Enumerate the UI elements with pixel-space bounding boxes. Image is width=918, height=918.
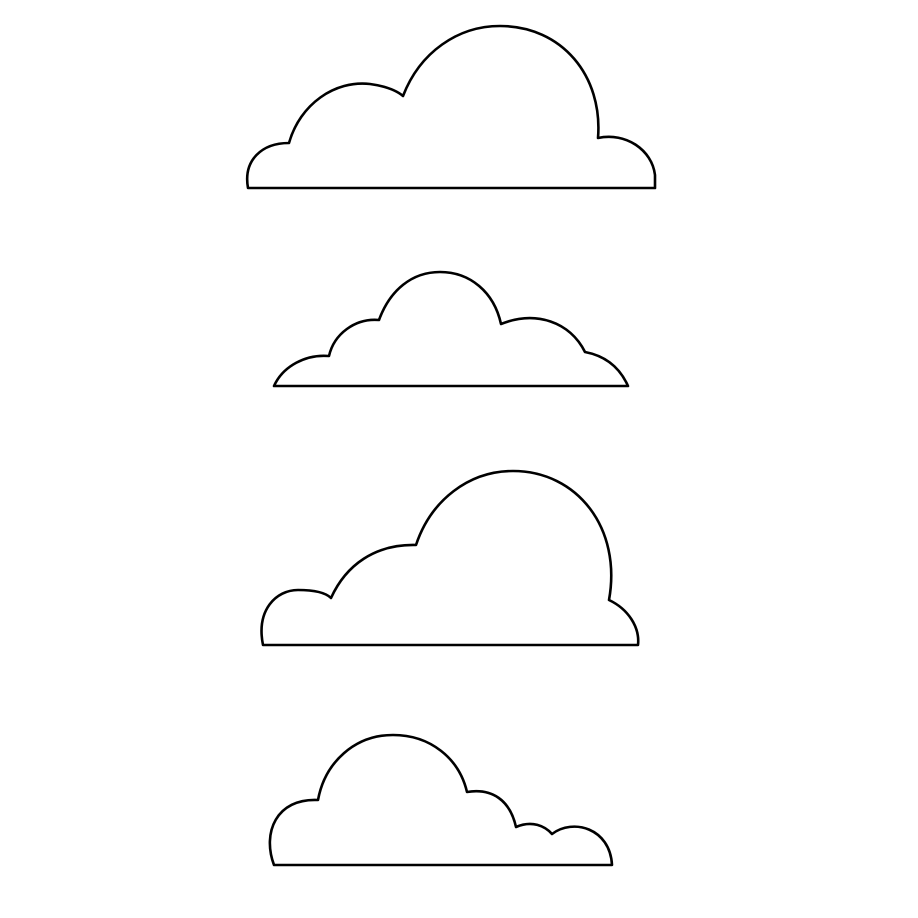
cloud-4-outline [268, 733, 614, 867]
cloud-1 [245, 24, 657, 190]
cloud-1-outline [245, 24, 657, 190]
cloud-2 [272, 270, 630, 388]
cloud-3-outline [260, 469, 640, 647]
cloud-4 [268, 733, 614, 867]
cloud-2-outline [272, 270, 630, 388]
cloud-3 [260, 469, 640, 647]
